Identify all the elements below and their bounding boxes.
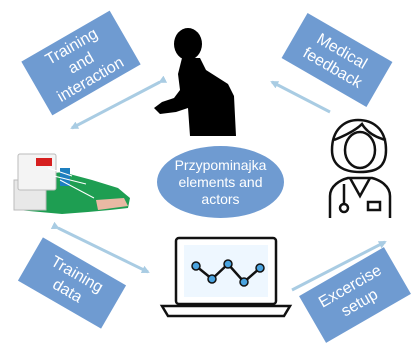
arrow-top-left [70, 75, 168, 130]
arrow-bottom-left [50, 221, 150, 274]
doctor-icon [328, 118, 392, 218]
glove-device-icon [13, 153, 130, 214]
center-label: Przypominajka elements and actors [174, 156, 267, 207]
person-reading-icon [154, 28, 236, 136]
center-ellipse: Przypominajka elements and actors [157, 146, 284, 218]
laptop-chart-icon [159, 236, 293, 318]
arrow-bottom-right [291, 240, 387, 292]
arrow-top-right [270, 80, 331, 114]
